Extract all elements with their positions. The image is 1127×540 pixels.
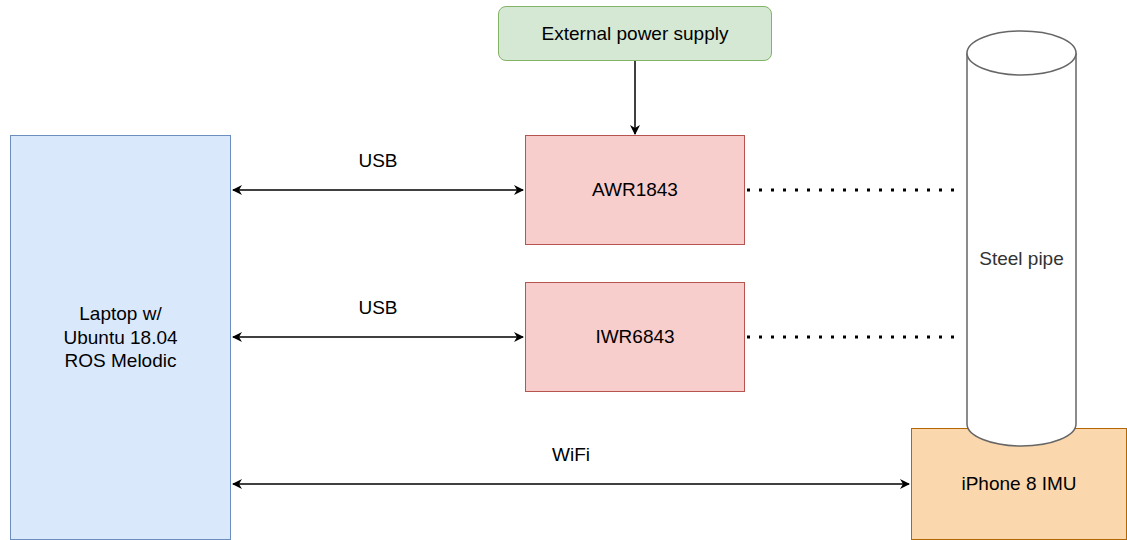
node-label: External power supply — [542, 22, 729, 46]
cylinder-body — [967, 53, 1076, 446]
node-label: AWR1843 — [592, 178, 678, 202]
node-label: Laptop w/ Ubuntu 18.04 ROS Melodic — [56, 302, 186, 373]
connector-arrow — [634, 61, 636, 134]
connector-arrow — [233, 189, 523, 191]
link-label: USB — [358, 150, 397, 172]
node-label: iPhone 8 IMU — [961, 472, 1076, 496]
steel-pipe: Steel pipe — [966, 30, 1077, 447]
cylinder-top — [967, 31, 1076, 75]
radar-box: AWR1843 — [525, 135, 745, 245]
link-label: USB — [358, 297, 397, 319]
node-label: IWR6843 — [595, 325, 674, 349]
cylinder-outline — [966, 30, 1077, 447]
power-supply-box: External power supply — [498, 6, 772, 61]
laptop-box: Laptop w/ Ubuntu 18.04 ROS Melodic — [10, 135, 231, 540]
node-label: Steel pipe — [979, 247, 1064, 271]
dotted-link — [747, 336, 954, 339]
link-label: WiFi — [552, 444, 590, 466]
dotted-link — [747, 189, 954, 192]
connector-arrow — [233, 336, 523, 338]
radar-box: IWR6843 — [525, 282, 745, 392]
connector-arrow — [233, 483, 909, 485]
